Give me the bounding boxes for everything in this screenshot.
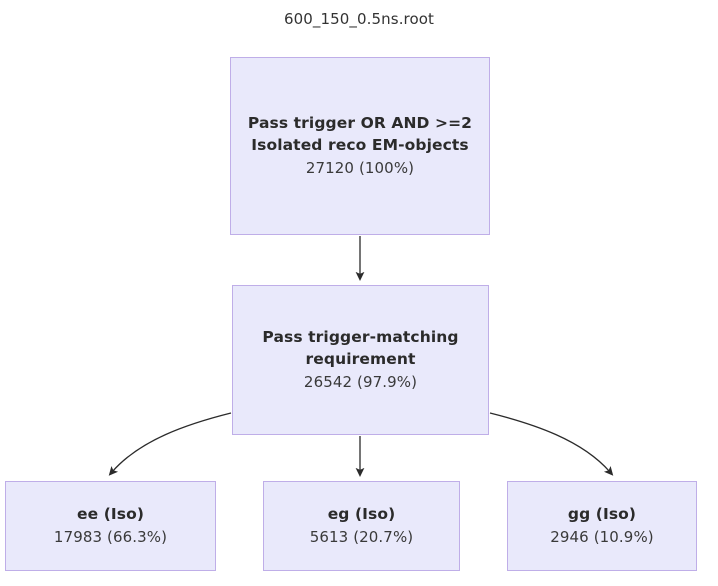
node-label: gg (Iso)	[567, 504, 637, 523]
node-label: Pass trigger-matching requirement	[262, 328, 459, 368]
node-pass-trigger-or[interactable]: Pass trigger OR AND >=2 Isolated reco EM…	[230, 57, 490, 235]
node-count: 2946 (10.9%)	[550, 528, 654, 547]
edge-mid-to-gg	[489, 412, 614, 476]
node-label: ee (Iso)	[76, 504, 145, 523]
node-label: eg (Iso)	[327, 504, 396, 523]
node-ee-iso[interactable]: ee (Iso) 17983 (66.3%)	[5, 481, 216, 571]
node-label: Pass trigger OR AND >=2 Isolated reco EM…	[247, 114, 473, 154]
page-title: 600_150_0.5ns.root	[283, 10, 435, 28]
node-count: 27120 (100%)	[305, 158, 415, 177]
node-count: 5613 (20.7%)	[309, 528, 414, 547]
node-gg-iso[interactable]: gg (Iso) 2946 (10.9%)	[507, 481, 697, 571]
node-pass-trigger-matching[interactable]: Pass trigger-matching requirement 26542 …	[232, 285, 489, 435]
node-eg-iso[interactable]: eg (Iso) 5613 (20.7%)	[263, 481, 460, 571]
node-count: 26542 (97.9%)	[303, 372, 418, 391]
node-count: 17983 (66.3%)	[53, 528, 168, 547]
edge-mid-to-ee	[108, 412, 232, 476]
